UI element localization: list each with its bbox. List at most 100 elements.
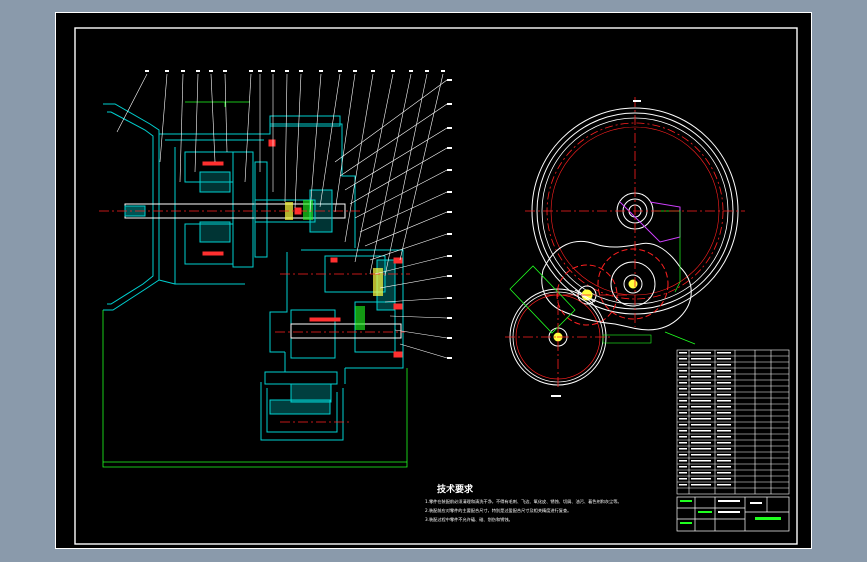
balloon-number <box>447 337 452 339</box>
leader-line <box>369 233 448 261</box>
leader-line <box>284 73 288 203</box>
balloon-number <box>299 70 303 72</box>
balloon-number <box>249 70 253 72</box>
leader-line <box>224 73 228 153</box>
bom-cell-text <box>691 460 711 462</box>
bom-cell-text <box>679 418 687 420</box>
leader-line <box>116 73 148 133</box>
leader-line <box>399 343 448 359</box>
leader-line <box>384 73 428 277</box>
bom-cell-text <box>717 430 731 432</box>
bom-cell-text <box>679 442 687 444</box>
leader-line <box>339 103 448 177</box>
balloon-number <box>425 70 429 72</box>
balloon-number <box>196 70 200 72</box>
section-center-lines <box>99 210 410 423</box>
bom-cell-text <box>679 472 687 474</box>
balloon-number <box>447 127 452 129</box>
bom-cell-text <box>717 412 731 414</box>
leader-line <box>294 73 302 209</box>
balloon-number <box>319 70 323 72</box>
leader-line <box>194 73 199 173</box>
balloon-number <box>447 357 452 359</box>
drawing-sheet: 技术要求 1.零件在装配前必须清理和清洗干净，不得有毛刺、飞边、氧化皮、锈蚀、切… <box>55 12 812 549</box>
leader-line <box>364 211 448 247</box>
balloon-number <box>223 70 227 72</box>
bom-cell-text <box>679 436 687 438</box>
tech-note-3: 3.装配过程中零件不允许磕、碰、划伤和锈蚀。 <box>425 516 513 523</box>
assembly-drawing: 技术要求 1.零件在装配前必须清理和清洗干净，不得有毛刺、飞边、氧化皮、锈蚀、切… <box>55 12 812 549</box>
tech-note-1: 1.零件在装配前必须清理和清洗干净，不得有毛刺、飞边、氧化皮、锈蚀、切屑、油污、… <box>425 498 622 505</box>
bom-cell-text <box>717 370 731 372</box>
bom-cell-text <box>717 454 731 456</box>
bom-cell-text <box>691 478 711 480</box>
technical-requirements: 技术要求 1.零件在装配前必须清理和清洗干净，不得有毛刺、飞边、氧化皮、锈蚀、切… <box>425 483 622 523</box>
leader-line <box>179 73 184 183</box>
bom-cell-text <box>679 478 687 480</box>
bom-cell-text <box>691 454 711 456</box>
part-balloons <box>116 70 452 359</box>
inner-frame <box>74 27 798 545</box>
balloon-number <box>447 147 452 149</box>
bom-cell-text <box>717 418 731 420</box>
balloon-number <box>447 297 452 299</box>
tech-title: 技术要求 <box>437 483 474 495</box>
leader-line <box>344 73 374 243</box>
tech-note-2: 2.装配前应对零件的主要配合尺寸，特别是过盈配合尺寸及相关精度进行复查。 <box>425 507 571 514</box>
side-view <box>509 107 739 386</box>
bom-cell-text <box>679 364 687 366</box>
title-block <box>676 496 790 532</box>
bom-cell-text <box>679 388 687 390</box>
section-dimensions <box>102 101 408 468</box>
bom-cell-text <box>717 442 731 444</box>
balloon-number <box>145 70 149 72</box>
bom-cell-text <box>691 388 711 390</box>
bom-cell-text <box>717 358 731 360</box>
bom-cell-text <box>717 478 731 480</box>
bom-cell-text <box>691 376 711 378</box>
balloon-number <box>409 70 413 72</box>
bom-cell-text <box>679 400 687 402</box>
leader-line <box>349 147 448 205</box>
leader-line <box>384 297 448 303</box>
bom-cell-text <box>691 364 711 366</box>
bom-cell-text <box>679 484 687 486</box>
bom-cell-text <box>691 352 711 354</box>
bom-cell-text <box>717 460 731 462</box>
bom-cell-text <box>717 364 731 366</box>
bom-cell-text <box>679 412 687 414</box>
bom-cell-text <box>691 370 711 372</box>
bom-cell-text <box>691 484 711 486</box>
bom-cell-text <box>717 400 731 402</box>
bom-cell-text <box>691 406 711 408</box>
leader-line <box>389 315 448 319</box>
bom-cell-text <box>691 424 711 426</box>
bom-cell-text <box>691 442 711 444</box>
leader-line <box>399 73 444 261</box>
title-block-fills <box>680 500 781 524</box>
bom-cell-text <box>691 418 711 420</box>
leader-line <box>309 73 322 213</box>
bom-cell-text <box>691 382 711 384</box>
bom-cell-text <box>679 460 687 462</box>
bom-cell-text <box>717 352 731 354</box>
bom-cell-text <box>691 466 711 468</box>
leader-line <box>354 169 448 219</box>
balloon-number <box>285 70 289 72</box>
leader-line <box>319 73 341 208</box>
bom-cell-text <box>717 484 731 486</box>
balloon-number <box>441 70 445 72</box>
bom-cell-text <box>679 466 687 468</box>
balloon-number <box>447 233 452 235</box>
leader-line <box>334 73 356 213</box>
leader-line <box>334 79 448 163</box>
balloon-number <box>447 255 452 257</box>
balloon-number <box>447 103 452 105</box>
bill-of-materials <box>676 349 790 495</box>
bom-cell-text <box>717 376 731 378</box>
bom-cell-text <box>679 352 687 354</box>
balloon-number <box>447 275 452 277</box>
bom-cell-text <box>691 430 711 432</box>
bom-cell-text <box>717 388 731 390</box>
